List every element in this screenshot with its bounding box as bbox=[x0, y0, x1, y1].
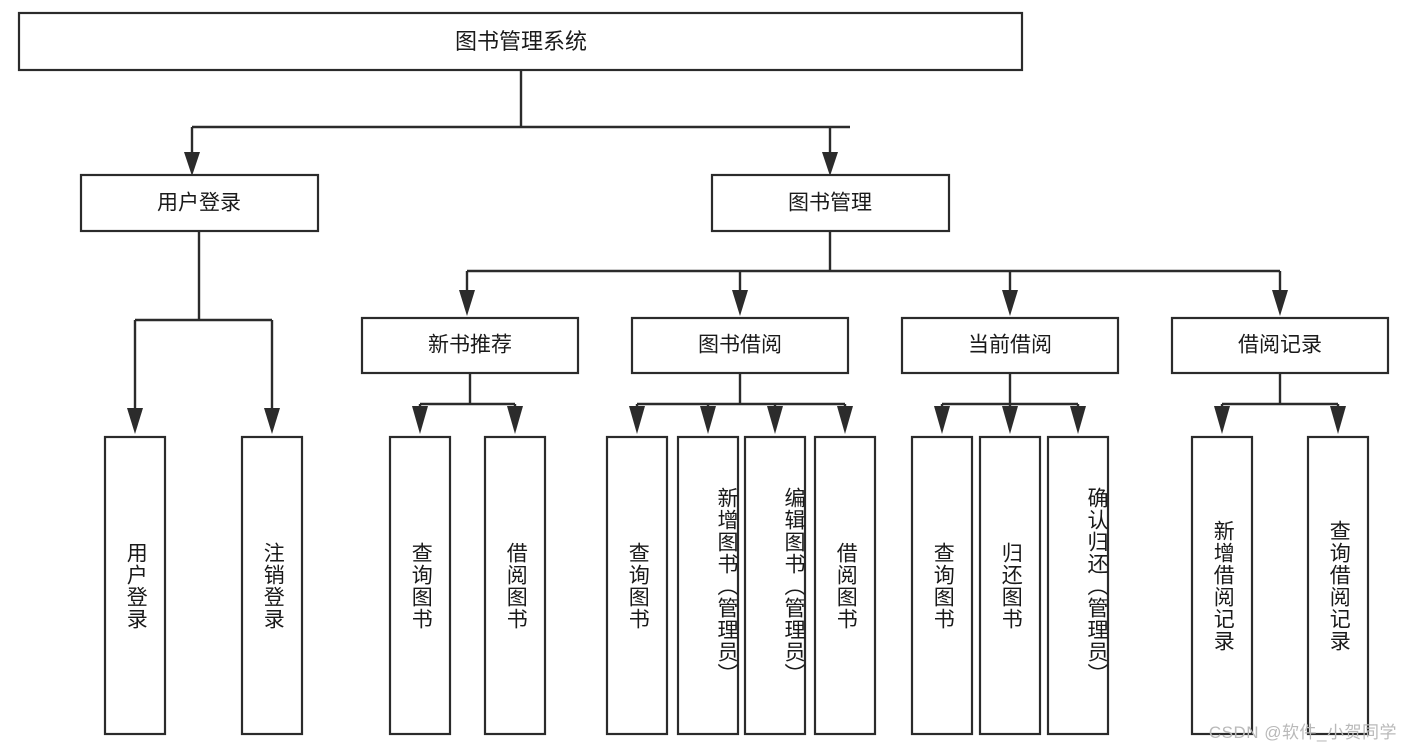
arrow-head-icon bbox=[629, 406, 645, 434]
connector-userlogin-to-leaves bbox=[127, 231, 280, 434]
node-book-borrow[interactable]: 图书借阅 bbox=[630, 316, 850, 375]
arrow-head-icon bbox=[507, 406, 523, 434]
leaf-box-add-record[interactable] bbox=[1190, 435, 1254, 736]
arrow-head-icon bbox=[934, 406, 950, 434]
leaf-box-return-book[interactable] bbox=[978, 435, 1042, 736]
leaf-box-query-book-2[interactable] bbox=[605, 435, 669, 736]
leaf-box-user-login[interactable] bbox=[103, 435, 167, 736]
leaf-boxes bbox=[103, 435, 1370, 736]
arrow-head-icon bbox=[184, 152, 200, 176]
node-book-manage-label: 图书管理 bbox=[788, 192, 872, 215]
arrow-head-icon bbox=[264, 408, 280, 434]
arrow-head-icon bbox=[1002, 406, 1018, 434]
node-user-login-label: 用户登录 bbox=[157, 192, 241, 215]
arrow-head-icon bbox=[1002, 290, 1018, 316]
arrow-head-icon bbox=[700, 406, 716, 434]
csdn-watermark: CSDN @软件_小贺同学 bbox=[1208, 723, 1397, 742]
node-new-book-rec[interactable]: 新书推荐 bbox=[360, 316, 580, 375]
arrow-head-icon bbox=[822, 152, 838, 176]
connector-currentborrow-to-leaves bbox=[934, 373, 1086, 434]
arrow-head-icon bbox=[1070, 406, 1086, 434]
arrow-head-icon bbox=[1330, 406, 1346, 434]
leaf-box-query-book-1[interactable] bbox=[388, 435, 452, 736]
leaf-box-confirm-return[interactable] bbox=[1046, 435, 1110, 736]
node-current-borrow-label: 当前借阅 bbox=[968, 334, 1052, 357]
node-new-book-rec-label: 新书推荐 bbox=[428, 334, 512, 357]
arrow-head-icon bbox=[1272, 290, 1288, 316]
connector-root-to-level2 bbox=[184, 70, 850, 176]
arrow-head-icon bbox=[459, 290, 475, 316]
node-user-login[interactable]: 用户登录 bbox=[79, 173, 320, 233]
connector-borrowrecord-to-leaves bbox=[1214, 373, 1346, 434]
arrow-head-icon bbox=[412, 406, 428, 434]
arrow-head-icon bbox=[1214, 406, 1230, 434]
leaf-box-borrow-book-2[interactable] bbox=[813, 435, 877, 736]
leaf-box-query-record[interactable] bbox=[1306, 435, 1370, 736]
leaf-box-logout[interactable] bbox=[240, 435, 304, 736]
connector-bookmanage-to-level3 bbox=[459, 231, 1288, 316]
arrow-head-icon bbox=[837, 406, 853, 434]
leaf-box-add-book[interactable] bbox=[676, 435, 740, 736]
node-root[interactable]: 图书管理系统 bbox=[17, 11, 1024, 72]
node-root-label: 图书管理系统 bbox=[455, 29, 587, 54]
connector-bookborrow-to-leaves bbox=[629, 373, 853, 434]
arrow-head-icon bbox=[127, 408, 143, 434]
leaf-box-borrow-book-1[interactable] bbox=[483, 435, 547, 736]
node-borrow-record[interactable]: 借阅记录 bbox=[1170, 316, 1390, 375]
arrow-head-icon bbox=[767, 406, 783, 434]
leaf-box-edit-book[interactable] bbox=[743, 435, 807, 736]
node-book-manage[interactable]: 图书管理 bbox=[710, 173, 951, 233]
node-borrow-record-label: 借阅记录 bbox=[1238, 334, 1322, 357]
arrow-head-icon bbox=[732, 290, 748, 316]
leaf-box-query-book-3[interactable] bbox=[910, 435, 974, 736]
node-book-borrow-label: 图书借阅 bbox=[698, 334, 782, 357]
node-current-borrow[interactable]: 当前借阅 bbox=[900, 316, 1120, 375]
connector-newbook-to-leaves bbox=[412, 373, 523, 434]
